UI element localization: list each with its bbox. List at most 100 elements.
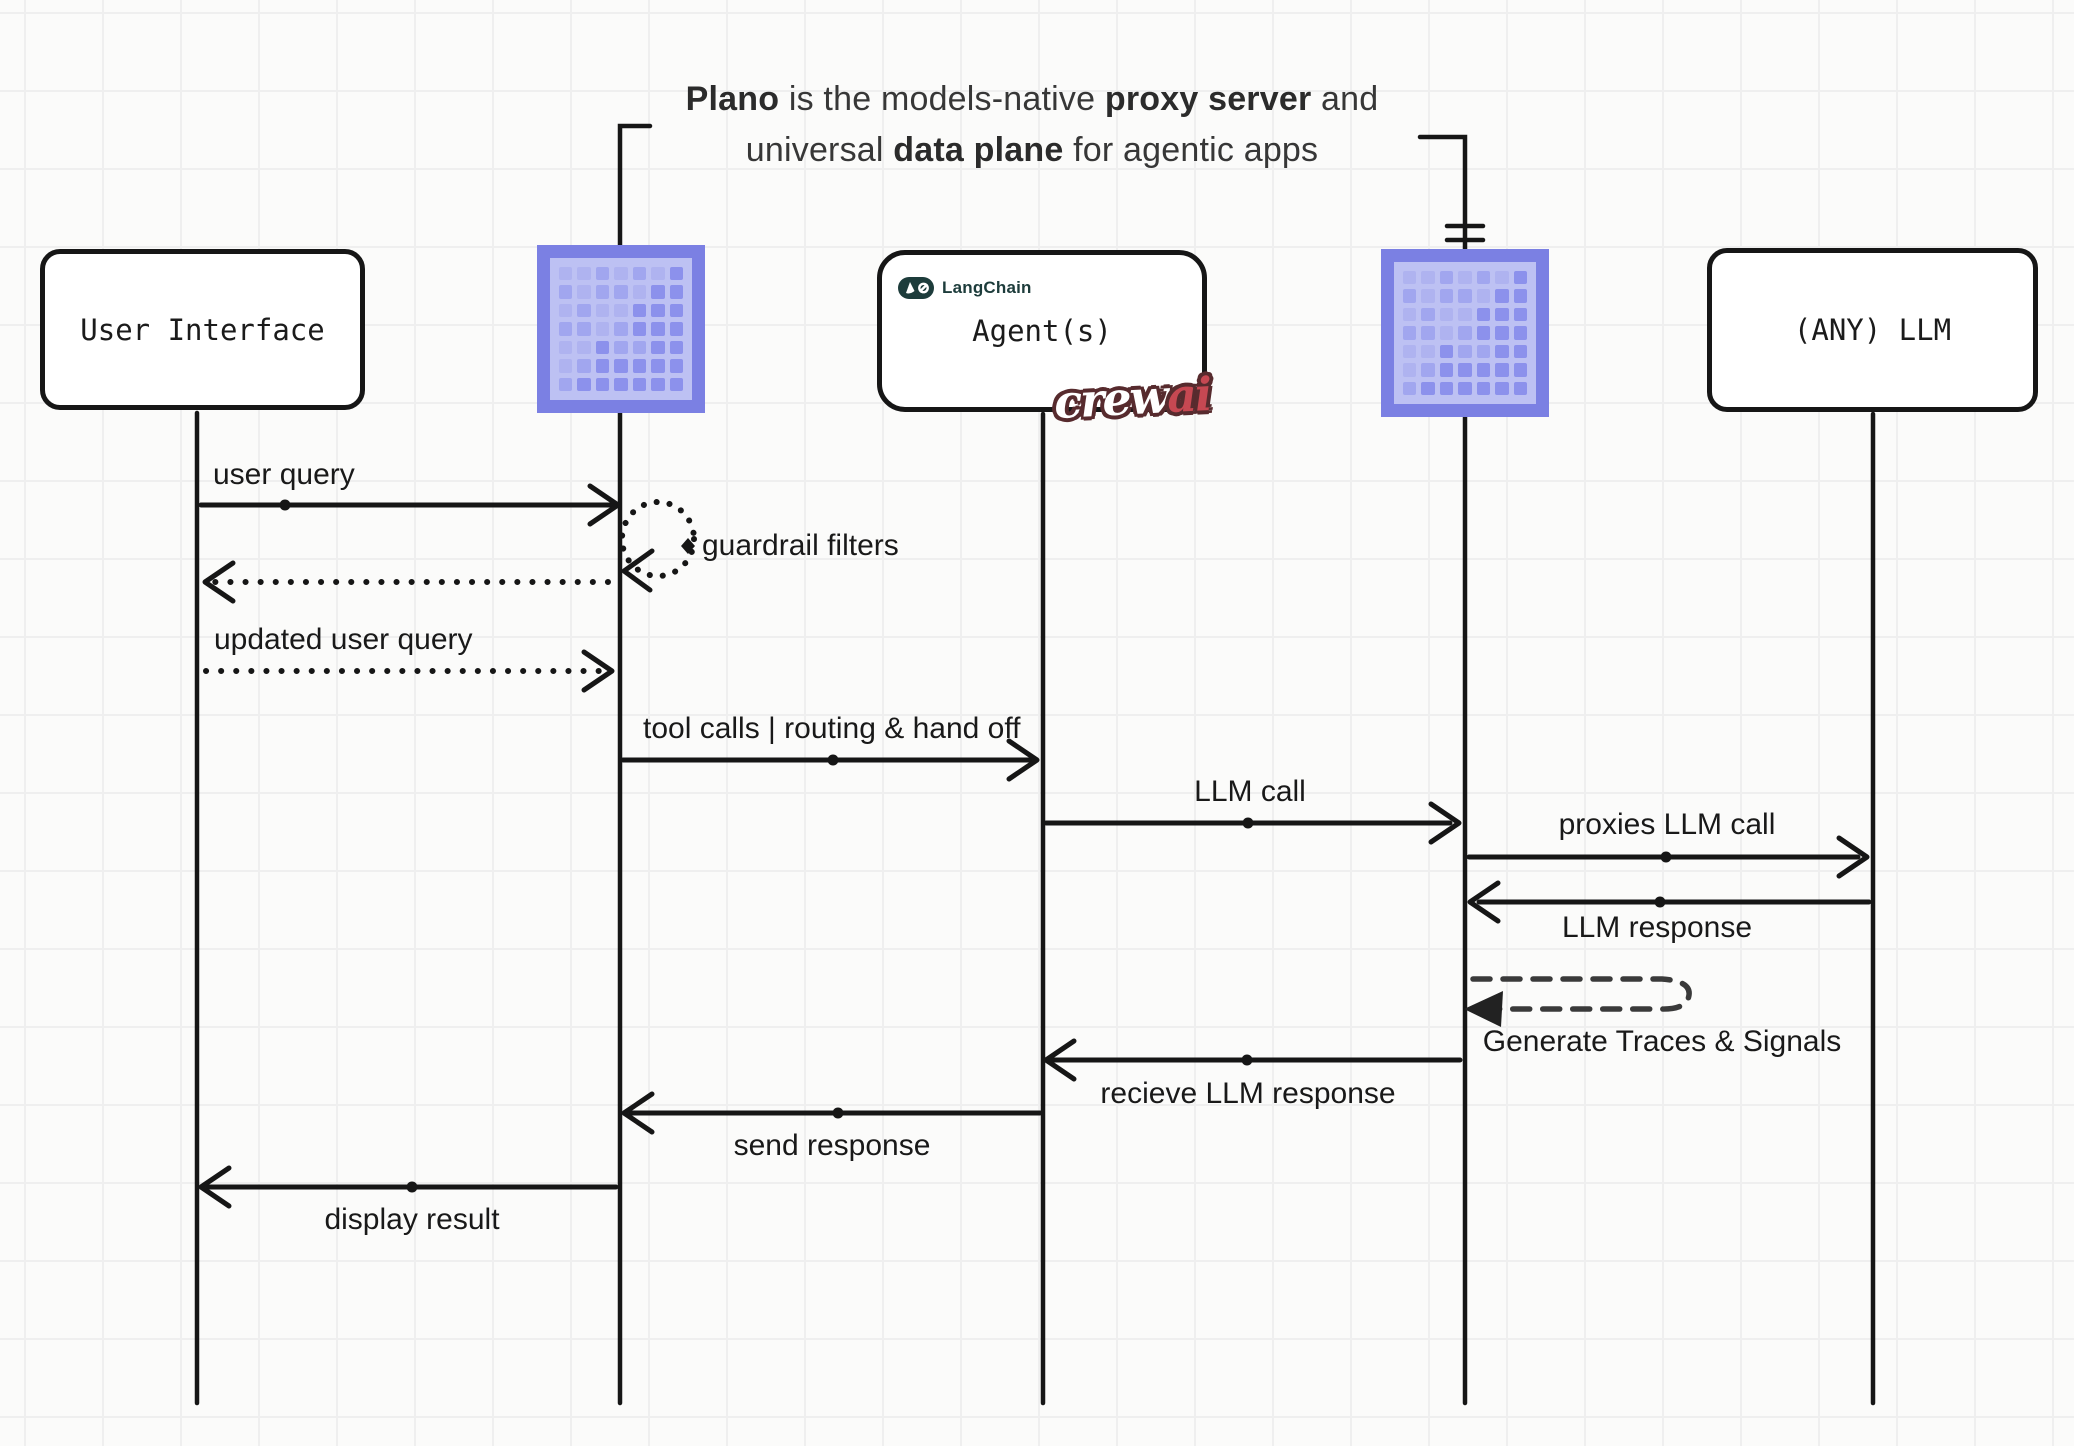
pixel-cell bbox=[1495, 326, 1509, 340]
arrow-llm-response bbox=[1467, 880, 1872, 924]
pixel-cell bbox=[1458, 344, 1472, 359]
plano-pixel-grid-icon bbox=[537, 245, 705, 413]
label-updated-user-query: updated user query bbox=[214, 623, 473, 656]
pixel-cell bbox=[577, 267, 591, 281]
pixel-cell bbox=[669, 267, 683, 281]
actor-any-llm-label: (ANY) LLM bbox=[1793, 313, 1952, 347]
dot bbox=[832, 1107, 844, 1119]
label-tool-calls: tool calls | routing & hand off bbox=[643, 712, 1021, 745]
pixel-cell bbox=[559, 267, 573, 281]
plano-icon-grid bbox=[1394, 262, 1536, 404]
pixel-cell bbox=[1439, 271, 1454, 285]
pixel-cell bbox=[651, 359, 665, 373]
label-llm-call: LLM call bbox=[1194, 775, 1306, 808]
lifeline-plano-gateway bbox=[617, 123, 653, 1406]
pixel-cell bbox=[614, 377, 628, 391]
pixel-cell bbox=[1403, 363, 1417, 377]
pixel-cell bbox=[1458, 307, 1472, 322]
pixel-cell bbox=[559, 377, 573, 391]
pixel-cell bbox=[1513, 326, 1527, 340]
pixel-cell bbox=[1458, 363, 1472, 377]
pixel-cell bbox=[614, 267, 628, 281]
pixel-cell bbox=[651, 303, 665, 318]
crewai-logo: crewai bbox=[1052, 367, 1211, 429]
pixel-cell bbox=[1403, 326, 1417, 340]
label-recieve-llm-response: recieve LLM response bbox=[1100, 1077, 1396, 1110]
pixel-cell bbox=[1439, 326, 1454, 340]
arrow-recieve-llm-response bbox=[1043, 1038, 1463, 1082]
actor-agents: LangChain Agent(s) crewai bbox=[877, 250, 1211, 429]
pixel-cell bbox=[1495, 289, 1509, 303]
pixel-cell bbox=[1513, 289, 1527, 303]
pixel-cell bbox=[632, 377, 647, 391]
pixel-cell bbox=[1421, 307, 1435, 322]
pixel-cell bbox=[614, 285, 628, 299]
pixel-cell bbox=[632, 267, 647, 281]
dot bbox=[1241, 1054, 1253, 1066]
pixel-cell bbox=[1513, 381, 1527, 395]
arrowhead-left-icon bbox=[202, 560, 236, 604]
pixel-cell bbox=[577, 322, 591, 336]
pixel-cell bbox=[614, 359, 628, 373]
langchain-icon bbox=[898, 277, 934, 299]
pixel-cell bbox=[1458, 381, 1472, 395]
pixel-cell bbox=[1458, 289, 1472, 303]
pixel-cell bbox=[1439, 363, 1454, 377]
arrow-send-response bbox=[621, 1091, 1043, 1135]
pixel-cell bbox=[1495, 344, 1509, 359]
label-display-result: display result bbox=[324, 1203, 500, 1236]
arrowhead-left-icon bbox=[198, 1165, 232, 1209]
arrow-filtered-query-return bbox=[202, 560, 611, 604]
pixel-cell bbox=[669, 377, 683, 391]
pixel-cell bbox=[595, 377, 610, 391]
pixel-cell bbox=[577, 303, 591, 318]
pixel-cell bbox=[1403, 381, 1417, 395]
arrowhead-right-icon bbox=[581, 649, 615, 693]
pixel-cell bbox=[1421, 326, 1435, 340]
langchain-label: LangChain bbox=[942, 278, 1032, 297]
title-line-1: Plano is the models-native proxy server … bbox=[685, 80, 1379, 118]
pixel-cell bbox=[1421, 363, 1435, 377]
label-llm-response: LLM response bbox=[1561, 911, 1753, 944]
arrowhead-left-icon bbox=[1467, 880, 1501, 924]
actor-any-llm: (ANY) LLM bbox=[1707, 248, 2038, 412]
pixel-cell bbox=[559, 359, 573, 373]
dot bbox=[1242, 817, 1254, 829]
pixel-cell bbox=[651, 322, 665, 336]
dotted-arrows bbox=[202, 499, 697, 693]
pixel-cell bbox=[1476, 344, 1491, 359]
pixel-cell bbox=[651, 377, 665, 391]
pixel-cell bbox=[1476, 326, 1491, 340]
pixel-cell bbox=[1403, 271, 1417, 285]
pixel-cell bbox=[669, 303, 683, 318]
pixel-cell bbox=[669, 285, 683, 299]
pixel-cell bbox=[1421, 344, 1435, 359]
pixel-cell bbox=[632, 322, 647, 336]
pixel-cell bbox=[1439, 381, 1454, 395]
arrowhead-left-icon bbox=[621, 1091, 655, 1135]
arrowhead-left-icon bbox=[1464, 991, 1503, 1027]
pixel-cell bbox=[1513, 307, 1527, 322]
plano-pixel-grid-icon bbox=[1381, 249, 1549, 417]
pixel-cell bbox=[1476, 363, 1491, 377]
pixel-cell bbox=[559, 303, 573, 318]
dot bbox=[1660, 851, 1672, 863]
pixel-cell bbox=[577, 359, 591, 373]
dot bbox=[279, 499, 291, 511]
pixel-cell bbox=[1476, 381, 1491, 395]
label-generate-traces-signals: Generate Traces & Signals bbox=[1482, 1025, 1842, 1058]
pixel-cell bbox=[651, 285, 665, 299]
crewai-ai-text: ai bbox=[1165, 366, 1212, 424]
pixel-cell bbox=[632, 359, 647, 373]
plano-icon-grid bbox=[550, 258, 692, 400]
self-loop-dotted bbox=[619, 499, 697, 579]
pixel-cell bbox=[595, 340, 610, 355]
pixel-cell bbox=[1495, 307, 1509, 322]
pixel-cell bbox=[595, 285, 610, 299]
pixel-cell bbox=[595, 267, 610, 281]
actor-agents-label: Agent(s) bbox=[972, 314, 1112, 348]
label-proxies-llm-call: proxies LLM call bbox=[1558, 808, 1776, 841]
pixel-cell bbox=[1476, 307, 1491, 322]
arrow-guardrail-loop bbox=[619, 499, 697, 593]
